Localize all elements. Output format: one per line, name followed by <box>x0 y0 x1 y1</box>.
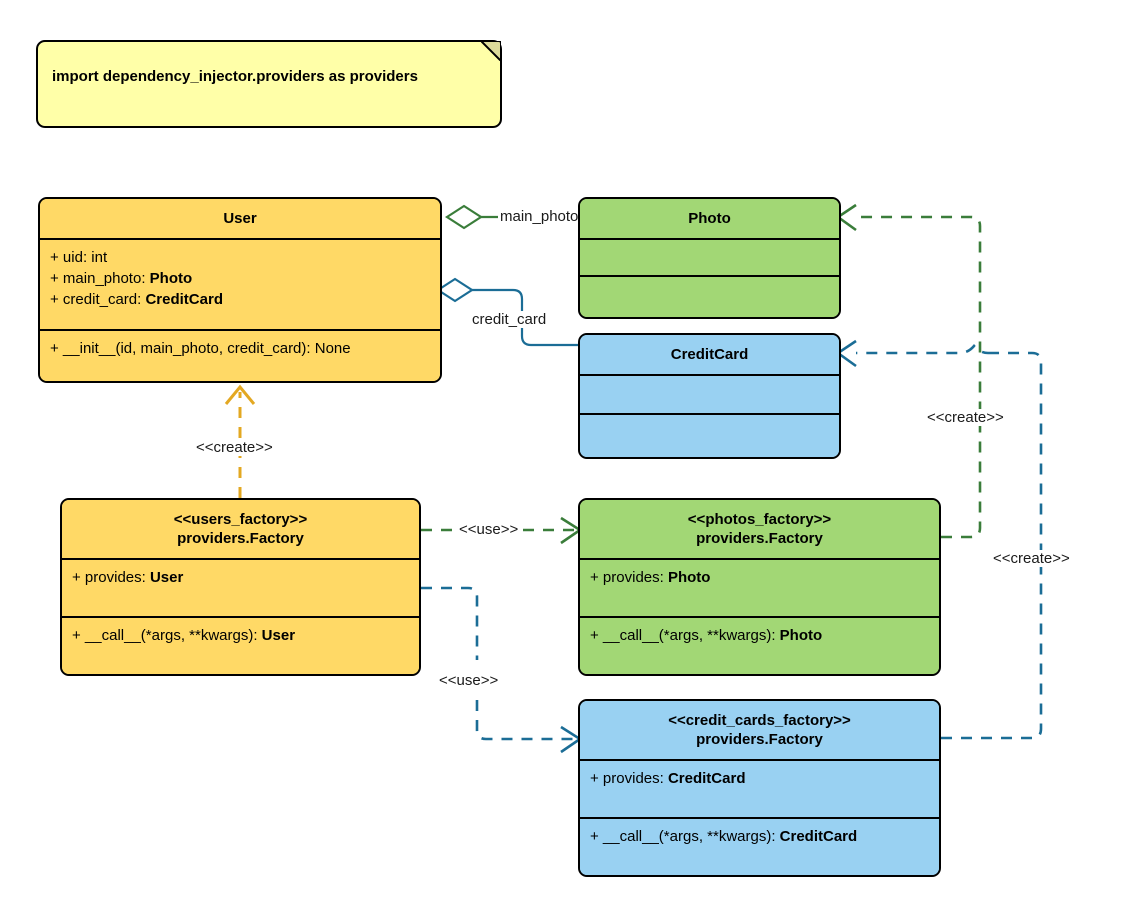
class-methods-users-factory: + __call__(*args, **kwargs): User <box>62 618 419 674</box>
method-row: + __call__(*args, **kwargs): User <box>72 625 409 646</box>
class-name-credit-cards-factory: providers.Factory <box>696 731 823 748</box>
import-note: import dependency_injector.providers as … <box>36 40 502 128</box>
edge-use-credit-cards-factory <box>421 586 583 754</box>
open-arrowhead-create-user <box>224 384 256 405</box>
attribute-row: + provides: CreditCard <box>590 768 929 789</box>
class-name-users-factory: providers.Factory <box>177 530 304 547</box>
edge-create-photo <box>835 203 982 539</box>
aggregation-diamond-credit-card <box>435 277 475 303</box>
attribute-type: int <box>91 249 108 266</box>
class-name-user: User <box>223 210 257 227</box>
attribute-type: Photo <box>149 270 193 287</box>
class-attributes-photos-factory: + provides: Photo <box>580 560 939 618</box>
class-name-photos-factory: providers.Factory <box>696 530 823 547</box>
attribute-prefix: + provides: <box>590 569 668 586</box>
method-return-type: User <box>261 627 296 644</box>
class-stereotype-users-factory: <<users_factory>> <box>173 511 308 528</box>
attribute-row: + credit_card: CreditCard <box>50 289 430 310</box>
import-note-text: import dependency_injector.providers as … <box>52 68 418 85</box>
class-methods-credit-cards-factory: + __call__(*args, **kwargs): CreditCard <box>580 819 939 875</box>
edge-label-create-credit-card: <<create>> <box>991 550 1072 567</box>
attribute-type: CreditCard <box>667 770 746 787</box>
class-box-user[interactable]: User + uid: int + main_photo: Photo + cr… <box>38 197 442 383</box>
edge-label-create-photo: <<create>> <box>925 409 1006 426</box>
attribute-row: + provides: Photo <box>590 567 929 588</box>
attribute-prefix: + main_photo: <box>50 270 150 287</box>
edge-label-use-credit-cards: <<use>> <box>437 672 501 689</box>
class-attributes-users-factory: + provides: User <box>62 560 419 618</box>
class-title-creditcard: CreditCard <box>580 335 839 376</box>
attribute-row: + main_photo: Photo <box>50 268 430 289</box>
attribute-type: CreditCard <box>145 291 223 308</box>
class-title-photos-factory: <<photos_factory>> providers.Factory <box>580 500 939 560</box>
class-title-user: User <box>40 199 440 240</box>
edge-label-create-user: <<create>> <box>194 439 275 456</box>
method-row: + __init__(id, main_photo, credit_card):… <box>50 338 430 359</box>
method-return-type: None <box>314 340 351 357</box>
class-title-credit-cards-factory: <<credit_cards_factory>> providers.Facto… <box>580 701 939 761</box>
class-box-photos-factory[interactable]: <<photos_factory>> providers.Factory + p… <box>578 498 941 676</box>
attribute-type: Photo <box>667 569 711 586</box>
class-methods-creditcard <box>580 415 839 457</box>
aggregation-diamond-main-photo <box>444 204 484 230</box>
class-attributes-creditcard <box>580 376 839 415</box>
class-attributes-credit-cards-factory: + provides: CreditCard <box>580 761 939 819</box>
method-prefix: + __call__(*args, **kwargs): <box>590 627 780 644</box>
attribute-prefix: + uid: <box>50 249 92 266</box>
method-return-type: CreditCard <box>779 828 858 845</box>
attribute-row: + provides: User <box>72 567 409 588</box>
attribute-prefix: + provides: <box>590 770 668 787</box>
method-row: + __call__(*args, **kwargs): CreditCard <box>590 826 929 847</box>
edge-label-credit-card: credit_card <box>470 311 549 328</box>
class-methods-photo <box>580 277 839 317</box>
class-box-photo[interactable]: Photo <box>578 197 841 319</box>
class-box-users-factory[interactable]: <<users_factory>> providers.Factory + pr… <box>60 498 421 676</box>
method-return-type: Photo <box>779 627 823 644</box>
class-box-credit-cards-factory[interactable]: <<credit_cards_factory>> providers.Facto… <box>578 699 941 877</box>
class-name-creditcard: CreditCard <box>670 346 749 363</box>
class-stereotype-photos-factory: <<photos_factory>> <box>687 511 832 528</box>
class-stereotype-credit-cards-factory: <<credit_cards_factory>> <box>668 712 851 729</box>
class-attributes-photo <box>580 240 839 277</box>
edge-label-main-photo: main_photo <box>498 208 581 225</box>
method-row: + __call__(*args, **kwargs): Photo <box>590 625 929 646</box>
class-box-creditcard[interactable]: CreditCard <box>578 333 841 459</box>
class-attributes-user: + uid: int + main_photo: Photo + credit_… <box>40 240 440 331</box>
note-fold-icon <box>481 41 501 61</box>
class-methods-photos-factory: + __call__(*args, **kwargs): Photo <box>580 618 939 674</box>
attribute-type: User <box>149 569 184 586</box>
class-title-photo: Photo <box>580 199 839 240</box>
attribute-row: + uid: int <box>50 247 430 268</box>
method-prefix: + __init__(id, main_photo, credit_card): <box>50 340 315 357</box>
edge-label-use-photos: <<use>> <box>457 521 521 538</box>
class-title-users-factory: <<users_factory>> providers.Factory <box>62 500 419 560</box>
attribute-prefix: + credit_card: <box>50 291 146 308</box>
attribute-prefix: + provides: <box>72 569 150 586</box>
class-name-photo: Photo <box>688 210 731 227</box>
class-methods-user: + __init__(id, main_photo, credit_card):… <box>40 331 440 381</box>
method-prefix: + __call__(*args, **kwargs): <box>590 828 780 845</box>
method-prefix: + __call__(*args, **kwargs): <box>72 627 262 644</box>
